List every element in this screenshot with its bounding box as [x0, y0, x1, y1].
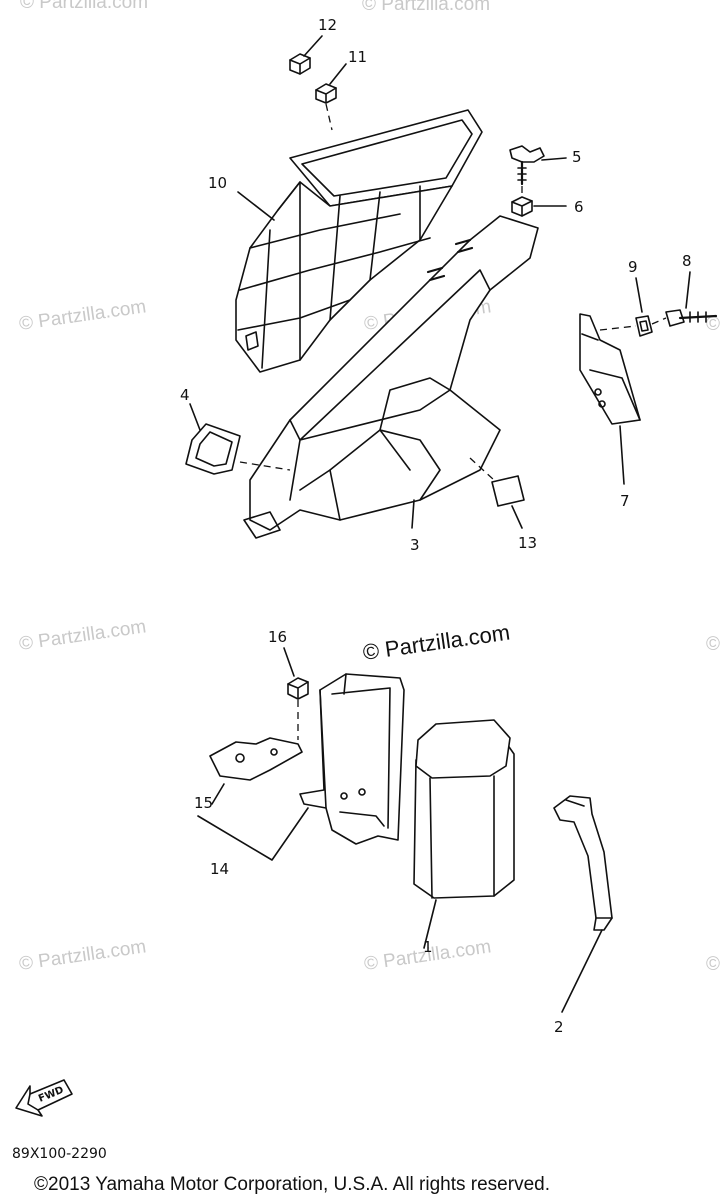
- callout-16: 16: [268, 628, 287, 646]
- callout-4: 4: [180, 386, 190, 404]
- callout-6: 6: [574, 198, 584, 216]
- callout-2: 2: [554, 1018, 564, 1036]
- callout-5: 5: [572, 148, 582, 166]
- part-14-bracket-assembly: [299, 673, 405, 845]
- part-15-plate: [209, 737, 303, 781]
- watermark: © Partzilla.com: [362, 0, 490, 15]
- callout-13: 13: [518, 534, 537, 552]
- part-5-wing-bolt: [509, 145, 545, 186]
- watermark: © Partzilla.com: [706, 634, 725, 655]
- assembly-lines: [239, 103, 667, 740]
- callout-numbers: 1 2 3 4 5 6 7 8 9 10 11 12 13 14 15 16: [180, 16, 692, 1036]
- part-10-air-duct: [235, 109, 483, 373]
- part-11-nut: [315, 83, 337, 104]
- fwd-arrow-icon: FWD: [15, 1079, 73, 1117]
- watermark: © Partzilla.com: [18, 616, 148, 655]
- callout-9: 9: [628, 258, 638, 276]
- part-8-bolt: [665, 309, 718, 327]
- part-16-nut: [287, 677, 309, 700]
- watermark: © Partzilla.com: [20, 0, 148, 13]
- part-3-cover-tray: [243, 215, 539, 539]
- callout-15: 15: [194, 794, 213, 812]
- part-9-washer: [635, 315, 653, 337]
- leader-lines: [189, 35, 691, 1013]
- part-13-pad: [491, 475, 525, 507]
- callout-1: 1: [423, 938, 433, 956]
- diagram-code: 89X100-2290: [12, 1146, 107, 1162]
- part-12-nut: [289, 53, 311, 75]
- callout-7: 7: [620, 492, 630, 510]
- callout-3: 3: [410, 536, 420, 554]
- watermark: © Partzilla.com: [18, 936, 148, 975]
- copyright-notice: ©2013 Yamaha Motor Corporation, U.S.A. A…: [34, 1174, 550, 1195]
- watermark: © Partzilla.com: [18, 296, 148, 335]
- watermark: © Partzilla.com: [706, 954, 725, 975]
- part-4-grommet: [185, 423, 241, 475]
- part-2-strap: [553, 795, 613, 931]
- part-1-box: [413, 719, 515, 899]
- watermark: © Partzilla.com: [706, 314, 725, 335]
- partzilla-watermark: © Partzilla.com: [361, 620, 511, 665]
- callout-14: 14: [210, 860, 229, 878]
- callout-10: 10: [208, 174, 227, 192]
- part-7-bracket: [579, 313, 641, 425]
- callout-12: 12: [318, 16, 337, 34]
- part-6-nut: [511, 196, 533, 217]
- callout-11: 11: [348, 48, 367, 66]
- callout-8: 8: [682, 252, 692, 270]
